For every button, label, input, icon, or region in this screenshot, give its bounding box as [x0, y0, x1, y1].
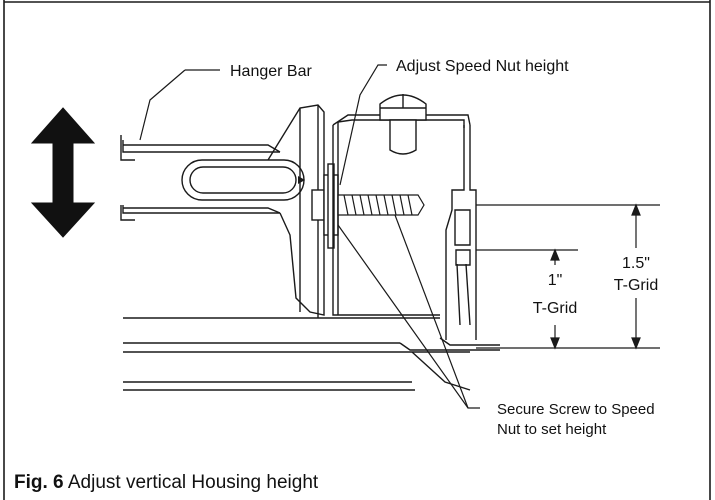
double-headed-vertical-arrow-icon [30, 107, 96, 238]
ceiling-tgrid-layers [123, 317, 500, 391]
adjust-speed-nut-label: Adjust Speed Nut height [396, 58, 569, 75]
secure-screw-label-line2: Nut to set height [497, 421, 607, 438]
figure-caption: Fig. 6 Adjust vertical Housing height [14, 472, 319, 493]
caption-text: Adjust vertical Housing height [64, 472, 319, 493]
figure-number: Fig. 6 [14, 472, 64, 493]
hanger-bar-label: Hanger Bar [230, 63, 312, 80]
dimension-1-inch [476, 248, 660, 350]
speed-nut [311, 163, 339, 249]
dimension-1-5-inch [476, 203, 660, 350]
slot-arrow-icon [298, 176, 305, 184]
figure-border [3, 0, 711, 500]
threaded-screw [337, 194, 425, 216]
secure-screw-label-line1: Secure Screw to Speed [497, 401, 655, 418]
one-inch-label: T-Grid [533, 300, 577, 317]
hanger-bar [120, 135, 281, 221]
top-bolt [379, 94, 427, 155]
mounting-bracket [181, 104, 325, 318]
one-five-inch-label: T-Grid [614, 277, 658, 294]
one-inch-value: 1" [548, 272, 563, 289]
one-five-inch-value: 1.5" [622, 255, 650, 272]
leader-lines [139, 64, 480, 409]
